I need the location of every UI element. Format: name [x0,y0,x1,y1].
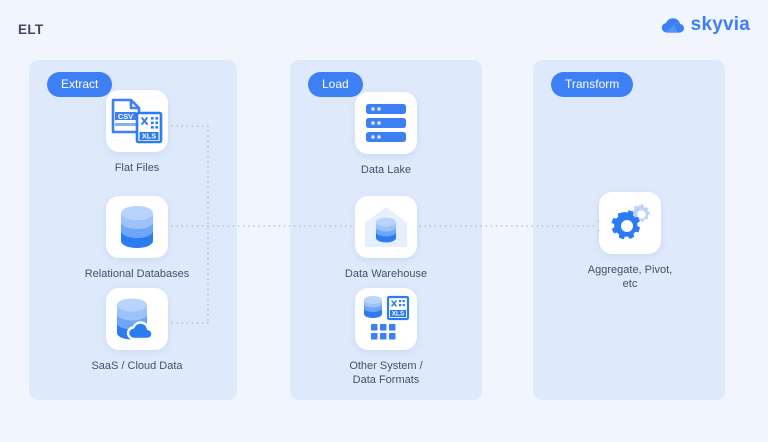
brand-name: skyvia [690,14,750,35]
brand-logo: skyvia [661,14,750,36]
stage-badge-transform: Transform [551,72,634,97]
cloud-icon [661,17,685,34]
cloud-icon [126,321,154,341]
node-transform-ops[interactable]: Aggregate, Pivot, etc [565,192,695,291]
page-title: ELT [18,22,44,37]
node-label: Data Warehouse [344,268,428,280]
node-label: SaaS / Cloud Data [91,360,183,372]
node-tile [599,192,661,254]
node-tile [355,196,417,258]
database-cylinder-icon [364,296,382,318]
node-tile [106,288,168,350]
node-tile: XLS [355,288,417,350]
node-data-lake[interactable]: Data Lake [321,92,451,177]
xls-spreadsheet-icon: XLS [135,111,163,144]
csv-file-icon [111,98,141,134]
node-label: Other System / Data Formats [349,360,423,386]
node-label: Flat Files [114,162,160,174]
grid-squares-icon [371,324,396,340]
node-flat-files[interactable]: XLS CSV Flat Files [72,90,202,175]
xls-spreadsheet-icon: XLS [386,295,410,321]
database-cylinder-icon [376,217,396,243]
csv-icon-label: CSV [118,112,133,121]
node-tile [106,196,168,258]
node-label: Data Lake [360,164,412,176]
stage-badge-extract: Extract [47,72,113,97]
xls-icon-label: XLS [142,132,156,141]
node-tile [355,92,417,154]
xls-icon-label: XLS [392,311,405,318]
database-cylinder-icon [121,206,153,248]
stage-badge-load: Load [308,72,363,97]
node-label: Aggregate, Pivot, etc [587,264,673,290]
node-tile: XLS CSV [106,90,168,152]
node-other-system[interactable]: XLS Other System / Data Formats [321,288,451,387]
node-data-warehouse[interactable]: Data Warehouse [321,196,451,281]
node-saas-cloud-data[interactable]: SaaS / Cloud Data [72,288,202,373]
gears-icon [611,204,650,240]
server-rack-icon [366,104,406,142]
node-label: Relational Databases [84,268,190,280]
node-relational-databases[interactable]: Relational Databases [72,196,202,281]
